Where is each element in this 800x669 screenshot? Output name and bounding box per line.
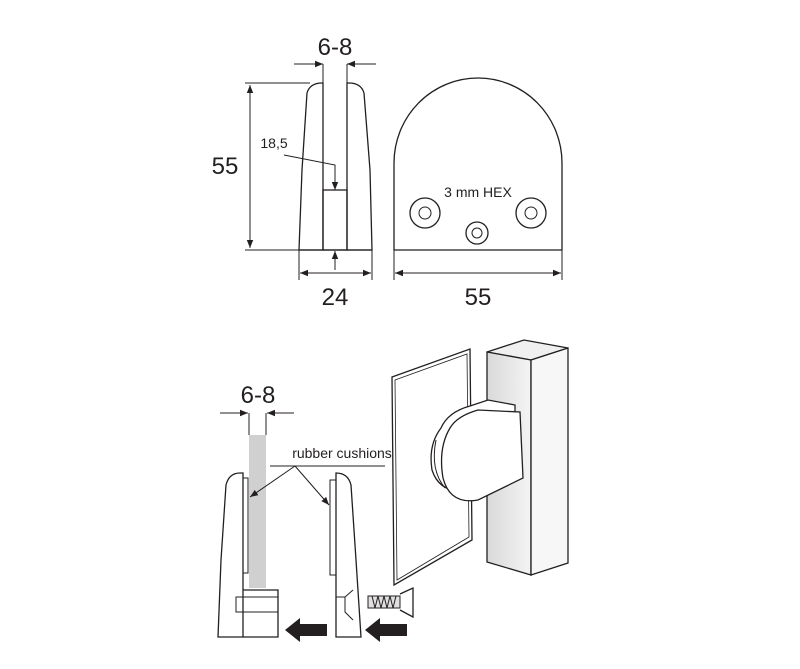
screw-label: 3 mm HEX: [444, 184, 512, 200]
countersunk-screw-icon: [367, 586, 414, 619]
width-label: 55: [465, 284, 492, 311]
left-arrow-icon: [285, 618, 327, 642]
depth-label: 24: [322, 284, 349, 311]
hex-screw-icon: [465, 221, 489, 245]
height-label: 55: [212, 153, 239, 180]
hex-screw-icon: [409, 197, 441, 229]
glass-pane: [249, 435, 266, 588]
side-profile-view: 6-8 55 18,5 24: [212, 34, 376, 311]
left-arrow-icon: [365, 618, 407, 642]
assembly-glass-thickness-label: 6-8: [241, 382, 276, 409]
glass-clamp: [430, 399, 524, 502]
front-view: 3 mm HEX 55: [393, 77, 563, 311]
assembly-exploded-view: 6-8 rubber cushions: [217, 339, 569, 642]
rubber-cushions-label: rubber cushions: [292, 445, 392, 461]
slot-depth-label: 18,5: [260, 135, 287, 151]
glass-thickness-label: 6-8: [318, 34, 353, 61]
hex-screw-icon: [515, 197, 547, 229]
